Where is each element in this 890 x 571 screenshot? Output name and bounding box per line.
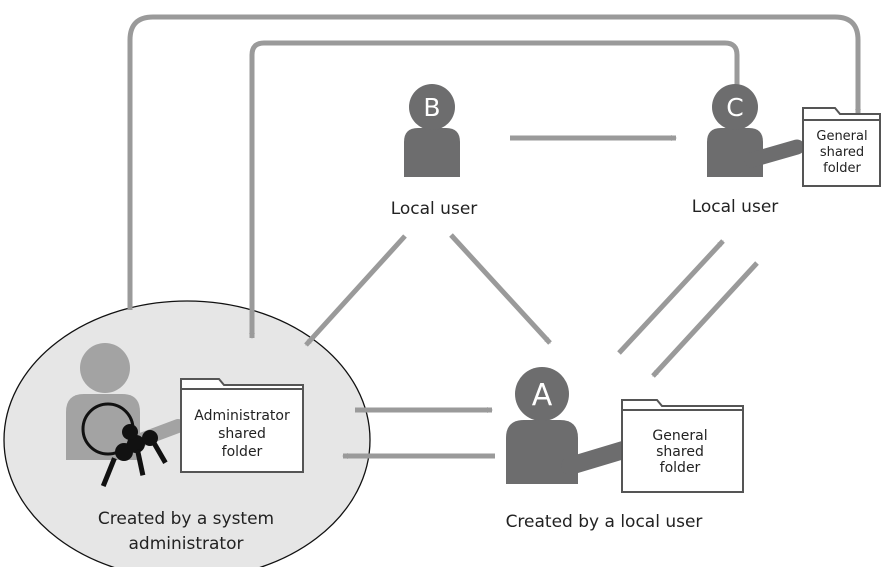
user-b-caption: Local user xyxy=(391,199,478,219)
arrow-b-to-admin xyxy=(304,234,407,347)
admin-head xyxy=(80,343,130,393)
user-a-caption: Created by a local user xyxy=(506,512,703,532)
user-c-folder-label-3: folder xyxy=(823,161,861,176)
admin-folder: Administrator shared folder xyxy=(180,378,304,473)
admin-caption-line-1: Created by a system xyxy=(98,509,274,529)
user-a: A General shared folder Created by a loc… xyxy=(506,367,744,532)
user-b-body xyxy=(404,128,460,177)
key-head-3 xyxy=(142,430,158,446)
arrow-c-to-a xyxy=(651,261,759,378)
user-a-badge: A xyxy=(532,378,553,413)
user-a-folder-label-1: General xyxy=(652,428,707,444)
arrow-c-to-admin xyxy=(249,40,740,339)
user-c-caption: Local user xyxy=(692,197,779,217)
user-a-body xyxy=(506,420,578,484)
arrow-admin-to-c-folder xyxy=(127,14,861,310)
user-a-head xyxy=(515,367,569,421)
user-c-head xyxy=(712,84,758,130)
arrow-b-to-a xyxy=(449,233,552,345)
admin: Administrator shared folder Created by a… xyxy=(66,343,304,554)
admin-folder-label-2: shared xyxy=(218,426,266,442)
key-shaft-1 xyxy=(100,457,117,487)
user-b-head xyxy=(409,84,455,130)
keys-icon xyxy=(81,402,168,487)
user-c: C General shared folder Local user xyxy=(692,84,881,217)
user-a-folder: General shared folder xyxy=(621,399,744,493)
user-c-badge: C xyxy=(726,93,743,122)
admin-caption-line-2: administrator xyxy=(129,534,244,554)
user-c-arm xyxy=(744,139,805,168)
key-head-4 xyxy=(122,424,138,440)
key-shaft-3 xyxy=(152,442,168,465)
admin-folder-label-1: Administrator xyxy=(194,408,290,424)
user-c-folder: General shared folder xyxy=(802,107,881,187)
user-c-folder-label-1: General xyxy=(816,129,867,144)
user-a-folder-box xyxy=(621,409,744,493)
user-a-folder-label-2: shared xyxy=(656,444,704,460)
user-c-folder-box xyxy=(802,119,881,187)
admin-folder-label-3: folder xyxy=(222,444,263,460)
key-shaft-2 xyxy=(135,449,146,476)
user-c-folder-icon xyxy=(802,107,881,121)
user-a-folder-label-3: folder xyxy=(660,460,701,476)
admin-folder-box xyxy=(180,388,304,473)
user-c-folder-label-2: shared xyxy=(820,145,864,160)
arrow-a-to-c xyxy=(617,239,725,355)
user-b: B Local user xyxy=(391,84,478,219)
user-b-badge: B xyxy=(423,93,440,122)
user-a-folder-icon xyxy=(621,399,744,411)
